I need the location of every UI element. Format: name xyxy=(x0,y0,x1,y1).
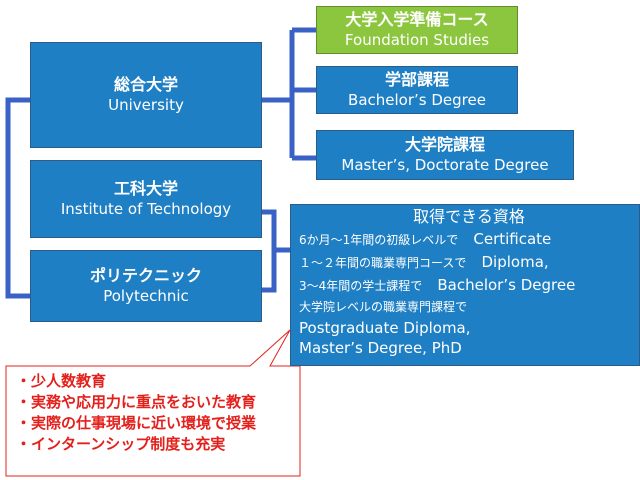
program-title: 学部課程 xyxy=(384,70,449,89)
qualifications-heading: 取得できる資格 xyxy=(413,207,525,226)
qualification-grad-desc: 大学院レベルの職業専門課程で xyxy=(299,300,468,314)
qualification-grad-line2: Master’s Degree, PhD xyxy=(299,339,462,357)
feature-item: ・実務や応用力に重点をおいた教育 xyxy=(16,393,257,411)
qualification-row: １～２年間の職業専門コースで Diploma, xyxy=(299,251,639,274)
qualification-row: 6か月～1年間の初級レベルで Certificate xyxy=(299,228,639,251)
callout-shape xyxy=(5,329,301,477)
program-box-bachelor: 学部課程 Bachelor’s Degree xyxy=(316,66,518,114)
qualification-desc: 3～4年間の学士課程で xyxy=(299,279,423,293)
tech-institute-title: 工科大学 xyxy=(113,179,178,198)
feature-item: ・少人数教育 xyxy=(16,372,107,390)
polytechnic-title: ポリテクニック xyxy=(89,266,202,285)
left-bracket-line xyxy=(5,97,30,299)
program-title: 大学入学準備コース xyxy=(345,10,489,29)
tech-institute-box: 工科大学 Institute of Technology xyxy=(30,160,262,238)
program-box-foundation: 大学入学準備コース Foundation Studies xyxy=(316,6,518,54)
program-title: 大学院課程 xyxy=(404,135,485,154)
program-box-graduate: 大学院課程 Master’s, Doctorate Degree xyxy=(316,130,574,180)
program-subtitle: Master’s, Doctorate Degree xyxy=(341,156,549,174)
qualification-row: 3～4年間の学士課程で Bachelor’s Degree xyxy=(299,274,639,297)
feature-item: ・実際の仕事現場に近い環境で授業 xyxy=(16,414,257,432)
tech-institute-subtitle: Institute of Technology xyxy=(60,200,232,218)
university-title: 総合大学 xyxy=(113,75,178,94)
polytechnic-box: ポリテクニック Polytechnic xyxy=(30,250,262,322)
qualification-name: Diploma, xyxy=(481,253,549,271)
qualification-grad-line1: Postgraduate Diploma, xyxy=(299,319,471,337)
university-subtitle: University xyxy=(108,96,184,114)
program-subtitle: Bachelor’s Degree xyxy=(348,91,486,109)
features-callout: ・少人数教育 ・実務や応用力に重点をおいた教育 ・実際の仕事現場に近い環境で授業… xyxy=(10,368,300,476)
qualification-desc: 6か月～1年間の初級レベルで xyxy=(299,233,459,247)
qualification-name: Bachelor’s Degree xyxy=(437,276,576,294)
program-subtitle: Foundation Studies xyxy=(344,31,490,49)
qualification-name: Certificate xyxy=(473,230,552,248)
qualification-bracket-line xyxy=(262,209,277,293)
polytechnic-subtitle: Polytechnic xyxy=(103,287,189,305)
qualification-desc: １～２年間の職業専門コースで xyxy=(299,256,467,270)
university-box: 総合大学 University xyxy=(30,42,262,148)
qualifications-box: 取得できる資格 6か月～1年間の初級レベルで Certificate １～２年間… xyxy=(290,204,640,366)
feature-item: ・インターンシップ制度も充実 xyxy=(16,435,226,453)
